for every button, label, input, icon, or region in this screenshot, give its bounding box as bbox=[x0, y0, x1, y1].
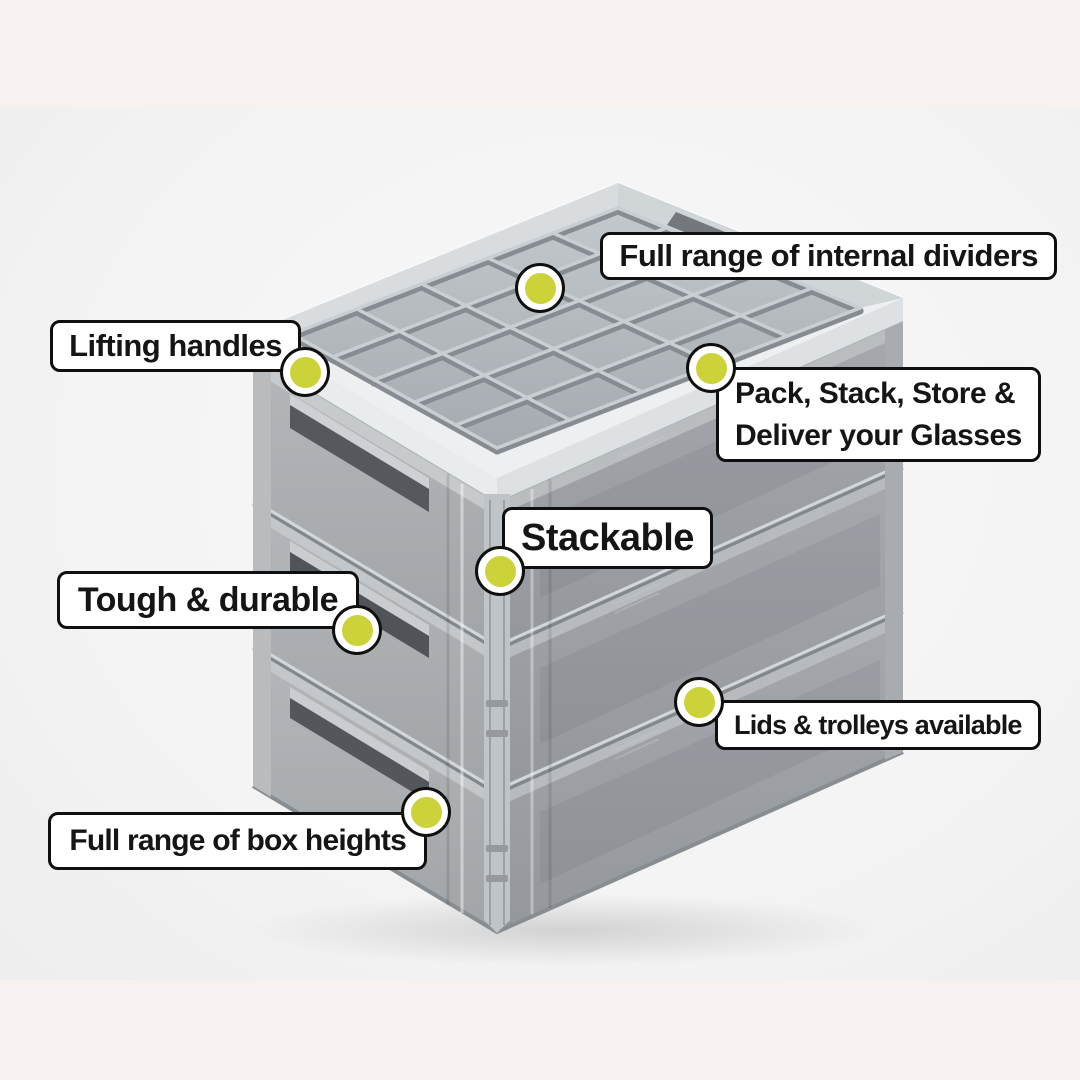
yellow-dot-icon bbox=[524, 272, 556, 304]
callout-stackable: Stackable bbox=[502, 507, 713, 569]
embossed-logo-hint bbox=[614, 427, 665, 760]
callout-tough-durable: Tough & durable bbox=[56, 571, 359, 629]
callout-pack-line-2: Deliver your Glasses bbox=[735, 418, 1022, 452]
callout-box-heights-text: Full range of box heights bbox=[69, 824, 406, 857]
callout-tough-durable-text: Tough & durable bbox=[77, 580, 339, 619]
marker-dot-lids-trolleys bbox=[674, 677, 724, 727]
marker-dot-stackable bbox=[475, 546, 525, 596]
yellow-dot-icon bbox=[484, 555, 516, 587]
marker-dot-box-heights bbox=[401, 787, 451, 837]
lifting-handle-slot bbox=[290, 405, 429, 512]
marker-dot-internal-dividers bbox=[515, 263, 565, 313]
callout-internal-dividers-text: Full range of internal dividers bbox=[619, 238, 1038, 273]
lifting-handle-slot bbox=[290, 698, 429, 802]
yellow-dot-icon bbox=[683, 686, 715, 718]
yellow-dot-icon bbox=[695, 352, 727, 384]
callout-lifting-handles-text: Lifting handles bbox=[69, 328, 282, 363]
yellow-dot-icon bbox=[410, 796, 442, 828]
marker-dot-lifting-handles bbox=[280, 347, 330, 397]
floor-shadow bbox=[250, 894, 880, 966]
callout-internal-dividers: Full range of internal dividers bbox=[600, 232, 1057, 280]
callout-pack-stack-store: Pack, Stack, Store & Deliver your Glasse… bbox=[716, 367, 1041, 462]
marker-dot-tough-durable bbox=[332, 605, 382, 655]
yellow-dot-icon bbox=[341, 614, 373, 646]
yellow-dot-icon bbox=[289, 356, 321, 388]
callout-lids-trolleys-text: Lids & trolleys available bbox=[734, 709, 1022, 740]
marker-dot-pack-stack bbox=[686, 343, 736, 393]
callout-box-heights: Full range of box heights bbox=[48, 812, 427, 870]
callout-lids-trolleys: Lids & trolleys available bbox=[715, 700, 1041, 750]
corner-column bbox=[446, 474, 552, 933]
callout-pack-line-1: Pack, Stack, Store & bbox=[735, 376, 1016, 410]
callout-lifting-handles: Lifting handles bbox=[50, 320, 301, 372]
callout-stackable-text: Stackable bbox=[521, 516, 694, 559]
